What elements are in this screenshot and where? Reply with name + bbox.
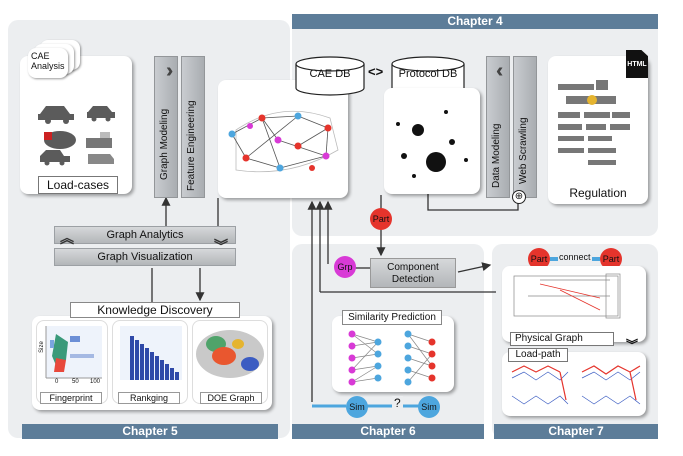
- graph-analytics-bar: Graph Analytics: [54, 226, 236, 244]
- graph-analytics-label: Graph Analytics: [106, 229, 184, 241]
- similarity-title: Similarity Prediction: [342, 310, 442, 325]
- fingerprint-xtick-0: 0: [55, 379, 59, 385]
- load-cases-caption: Load-cases: [38, 176, 118, 194]
- globe-icon: ⊕: [512, 190, 526, 204]
- sim-node-right: Sim: [418, 396, 440, 418]
- up-chevron-icon: ︽: [60, 230, 74, 246]
- component-detection-box: Component Detection: [370, 258, 456, 288]
- rankging-caption: Rankging: [118, 392, 180, 404]
- html-badge-label: HTML: [627, 61, 647, 68]
- chapter5-footer: Chapter 5: [22, 424, 278, 439]
- data-modeling-bar: [486, 56, 510, 198]
- down-chevron-icon: ︾: [214, 238, 228, 254]
- load-cases-card: [20, 56, 132, 194]
- db-link-icon: <>: [368, 64, 384, 79]
- protocol-graph-card: [384, 88, 480, 194]
- cae-analysis-stack-front: CAE Analysis: [28, 48, 68, 78]
- fingerprint-caption: Fingerprint: [40, 392, 102, 404]
- sim-node-left: Sim: [346, 396, 368, 418]
- load-path-title: Load-path: [508, 348, 568, 362]
- physical-graph-card: [502, 266, 646, 342]
- html-file-icon: HTML: [626, 50, 648, 78]
- component-detection-label: Component Detection: [387, 262, 439, 285]
- grp-node: Grp: [334, 256, 356, 278]
- connect-label: connect: [558, 252, 592, 262]
- double-down-chevron-icon: ︾: [626, 338, 639, 352]
- chapter7-footer: Chapter 7: [494, 424, 658, 439]
- load-path-card: [502, 352, 646, 416]
- protocol-db-label: Protocol DB: [398, 68, 458, 80]
- part-node: Part: [370, 208, 392, 230]
- doe-graph-caption: DOE Graph: [200, 392, 262, 404]
- feature-engineering-bar: [181, 56, 205, 198]
- physical-graph-title: Physical Graph: [510, 332, 614, 346]
- part-node-left: Part: [528, 248, 550, 270]
- graph-visualization-label: Graph Visualization: [97, 251, 193, 263]
- knowledge-discovery-title: Knowledge Discovery: [70, 302, 240, 318]
- regulation-caption: Regulation: [560, 186, 636, 200]
- fingerprint-xtick-100: 100: [90, 379, 101, 385]
- sim-question-mark: ?: [392, 396, 403, 410]
- cae-analysis-label: CAE Analysis: [31, 51, 65, 71]
- cae-db-label: CAE DB: [309, 68, 351, 80]
- chapter6-footer: Chapter 6: [292, 424, 484, 439]
- web-scrawling-bar: [513, 56, 537, 198]
- part-node-right: Part: [600, 248, 622, 270]
- fingerprint-xtick-50: 50: [72, 379, 79, 385]
- crash-graph-card: [218, 80, 348, 198]
- graph-modeling-bar: [154, 56, 178, 198]
- chapter4-header: Chapter 4: [292, 14, 658, 29]
- graph-visualization-bar: Graph Visualization: [54, 248, 236, 266]
